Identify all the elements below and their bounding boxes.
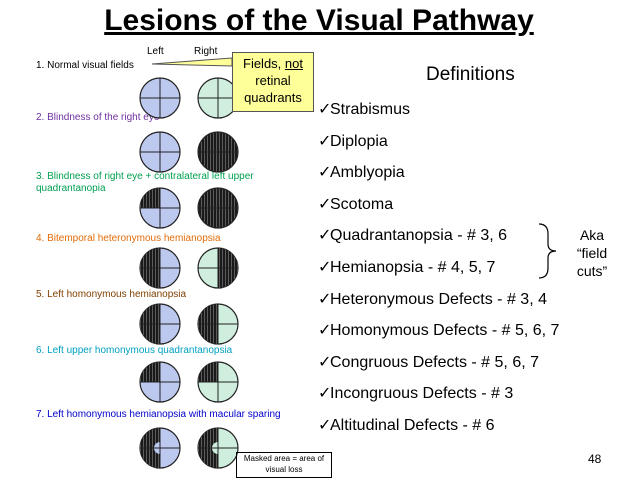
right-brace-icon [538,223,557,279]
definition-text: Amblyopia [330,164,405,182]
eye-pair-1 [139,77,239,119]
eye-pair-5 [139,303,239,345]
definition-item: ✓Quadrantanopsia - # 3, 6 [318,220,559,252]
page-title: Lesions of the Visual Pathway [104,4,534,37]
definition-text: Quadrantanopsia - # 3, 6 [330,227,508,245]
definition-item: ✓Heteronymous Defects - # 3, 4 [318,284,559,316]
definition-text: Altitudinal Defects - # 6 [330,416,495,434]
masked-area-legend: Masked area = area of visual loss [236,452,332,478]
definition-text: Scotoma [330,195,394,213]
aka-field-cuts-note: Aka “field cuts” [576,227,608,279]
right-eye-field-right-half-masked [197,247,239,289]
lesion-label-5: 5. Left homonymous hemianopsia [36,289,187,300]
left-eye-field [139,131,181,173]
definition-item: ✓Scotoma [318,189,559,221]
definition-text: Incongruous Defects - # 3 [330,385,514,403]
callout-text-prefix: Fields, [243,56,285,71]
right-eye-field-masked [197,187,239,229]
definitions-list: ✓Strabismus ✓Diplopia ✓Amblyopia ✓Scotom… [318,94,559,442]
eye-pair-4 [139,247,239,289]
lesion-label-6: 6. Left upper homonymous quadrantanopsia [36,345,233,356]
left-eye-field-left-half-masked [139,303,181,345]
callout-text-underlined: not [284,56,303,71]
checkmark-icon: ✓ [318,195,332,213]
left-eye-header: Left [147,46,164,57]
checkmark-icon: ✓ [318,101,332,118]
definition-text: Strabismus [330,101,411,118]
fields-callout: Fields, not retinal quadrants [232,52,314,112]
checkmark-icon: ✓ [318,322,332,340]
right-eye-field-upper-left-masked [197,361,239,403]
checkmark-icon: ✓ [318,164,332,182]
left-eye-field [139,77,181,119]
checkmark-icon: ✓ [318,258,332,276]
left-eye-field-left-half-masked [139,247,181,289]
left-eye-field-macular-sparing [139,427,181,469]
left-eye-field-upper-left-masked [139,361,181,403]
right-eye-field-masked [197,131,239,173]
definition-item: ✓Diplopia [318,126,559,158]
lesion-label-3-text: 3. Blindness of right eye + contralatera… [36,171,254,194]
definition-item: ✓Amblyopia [318,157,559,189]
eye-pair-7 [139,427,239,469]
lesion-label-4: 4. Bitemporal heteronymous hemianopsia [36,233,221,244]
checkmark-icon: ✓ [318,132,332,150]
lesion-label-1: 1. Normal visual fields [36,60,134,71]
definition-text: Homonymous Defects - # 5, 6, 7 [330,322,560,340]
definition-text: Congruous Defects - # 5, 6, 7 [330,353,539,371]
eye-pair-2 [139,131,239,173]
checkmark-icon: ✓ [318,385,332,403]
definition-item: ✓Congruous Defects - # 5, 6, 7 [318,347,559,379]
left-eye-field-upper-left-masked [139,187,181,229]
checkmark-icon: ✓ [318,290,332,308]
definition-text: Diplopia [330,132,388,150]
checkmark-icon: ✓ [318,227,332,245]
definition-item: ✓Hemianopsia - # 4, 5, 7 [318,252,559,284]
right-eye-field-macular-sparing [197,427,239,469]
eye-pair-3 [139,187,239,229]
definition-text: Hemianopsia - # 4, 5, 7 [330,258,496,276]
definition-item: ✓Altitudinal Defects - # 6 [318,410,559,442]
definition-item: ✓Homonymous Defects - # 5, 6, 7 [318,315,559,347]
checkmark-icon: ✓ [318,416,332,434]
lesion-label-3: 3. Blindness of right eye + contralatera… [36,171,286,195]
right-eye-header: Right [194,46,218,57]
lesion-label-2: 2. Blindness of the right eye [36,112,160,123]
checkmark-icon: ✓ [318,353,332,371]
definition-text: Heteronymous Defects - # 3, 4 [330,290,547,308]
callout-text-rest: retinal quadrants [244,73,302,105]
definition-item: ✓Strabismus [318,94,559,126]
definition-item: ✓Incongruous Defects - # 3 [318,378,559,410]
callout-pointer [151,57,233,67]
page-number: 48 [588,452,602,466]
eye-pair-6 [139,361,239,403]
lesion-label-7: 7. Left homonymous hemianopsia with macu… [36,409,281,420]
right-eye-field-left-half-masked [197,303,239,345]
definitions-title: Definitions [426,64,515,85]
